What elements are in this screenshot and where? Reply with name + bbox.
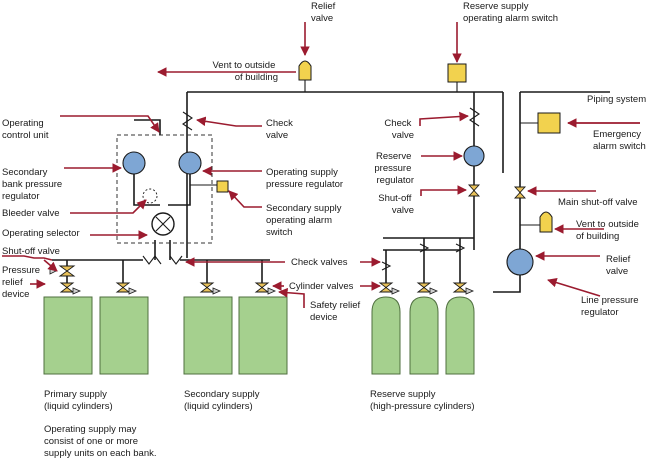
label-bleeder-valve: Bleeder valve [2,208,60,219]
check-valve-primary-icon [142,255,162,265]
check-valve-left-icon [182,111,193,131]
label-relief-valve-top: Relief valve [311,1,338,24]
label-check-valve-reserve: Check valve [384,118,414,141]
cylinder-valve-1 [59,282,75,293]
arrow-check-valve-left [196,116,262,127]
cylinder-valve-3 [199,282,215,293]
label-secondary-supply: Secondary supply (liquid cylinders) [184,389,262,412]
arrow-shutoff-left-line [2,255,53,261]
label-emergency-alarm-switch: Emergency alarm switch [593,129,646,152]
reserve-shutoff-valve-icon [467,184,481,197]
label-secondary-supply-alarm: Secondary supply operating alarm switch [266,203,344,238]
cylinder-valve-5 [378,282,394,293]
arrow-secondary-alarm [228,190,262,208]
secondary-cylinder-2 [238,296,288,375]
label-reserve-alarm-switch: Reserve supply operating alarm switch [463,1,558,24]
label-reserve-pressure-regulator: Reserve pressure regulator [374,151,414,186]
cylinder-valve-4 [254,282,270,293]
label-secondary-bank-regulator: Secondary bank pressure regulator [2,167,65,202]
label-main-shutoff-valve: Main shut-off valve [558,197,638,208]
main-shutoff-riser [493,92,521,293]
reserve-regulator-icon [463,145,485,167]
reserve-alarm-switch-icon [447,63,467,83]
label-safety-relief-device: Safety relief device [310,300,363,323]
arrow-control-unit [60,115,160,133]
label-cylinder-valves: Cylinder valves [289,281,354,292]
arrow-line-regulator [547,277,601,297]
arrow-check-valve-reserve [419,111,469,126]
label-check-valves: Check valves [291,257,348,268]
vent-right-relief-icon [539,211,553,233]
secondary-bank-regulator-icon [122,151,146,175]
reserve-cylinder-2 [409,296,439,375]
arrow-reserve-shutoff [420,185,467,196]
label-vent-top: Vent to outside of building [213,60,279,83]
secondary-cylinder-1 [183,296,233,375]
check-valve-secondary-icon [169,255,183,265]
cylinder-valve-6 [416,282,432,293]
reserve-cylinder-3 [445,296,475,375]
label-pressure-relief-device: Pressure relief device [2,265,43,300]
check-valve-reserve-icon [469,107,480,127]
label-line-pressure-regulator: Line pressure regulator [581,295,641,318]
label-piping-system: Piping system [587,94,646,105]
label-vent-right: Vent to outside of building [576,219,642,242]
main-shutoff-valve-icon [513,186,527,199]
cylinder-valve-7 [452,282,468,293]
arrow-shutoff-left [43,259,58,272]
label-shutoff-valve-left: Shut-off valve [2,246,60,257]
cylinder-valve-2 [115,282,131,293]
label-reserve-supply: Reserve supply (high-pressure cylinders) [370,389,475,412]
shutoff-valve-left-icon [58,265,76,277]
secondary-alarm-switch-icon [216,180,229,193]
control-top-pipe [134,119,161,135]
label-check-valve-left: Check valve [266,118,296,141]
arrow-safety-relief [278,287,305,308]
label-operating-note: Operating supply may consist of one or m… [44,424,157,459]
primary-cylinder-2 [99,296,149,375]
operating-control-unit-box [116,134,213,244]
label-operating-selector: Operating selector [2,228,80,239]
emergency-alarm-switch-icon [537,112,561,134]
arrow-bleeder-valve [70,199,147,214]
reserve-cylinder-1 [371,296,401,375]
label-operating-control-unit: Operating control unit [2,118,49,141]
components [49,60,561,277]
cylinder-valves [59,282,475,295]
label-operating-supply-regulator: Operating supply pressure regulator [266,167,343,190]
relief-valve-top-icon [298,60,312,81]
callout-arrows [2,22,640,308]
operating-supply-regulator-icon [178,151,202,175]
label-primary-supply: Primary supply (liquid cylinders) [44,389,113,412]
line-pressure-regulator-icon [506,248,534,276]
primary-cylinder-1 [43,296,93,375]
cylinders [43,296,475,375]
label-reserve-shutoff: Shut-off valve [378,193,414,216]
label-relief-valve-right: Relief valve [606,254,633,277]
